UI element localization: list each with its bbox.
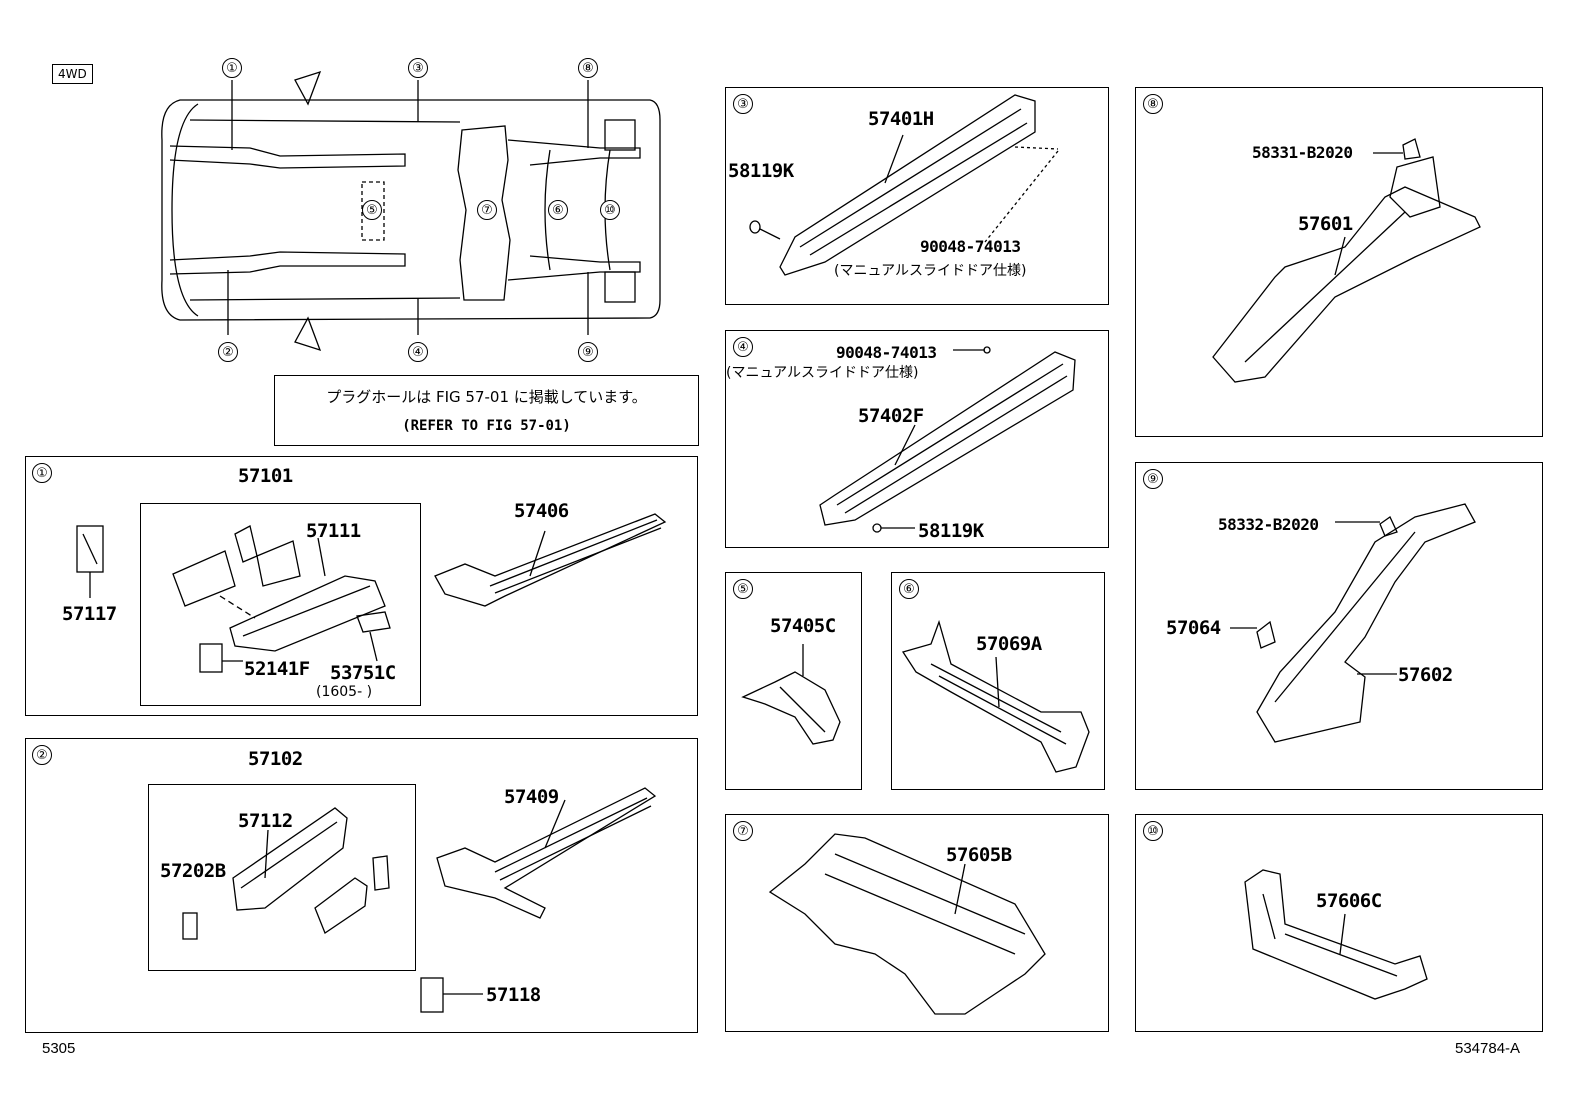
- part-53751C-date-note: (1605- ): [316, 684, 373, 700]
- part-90048-74013-label-p4: 90048-74013: [836, 343, 937, 362]
- panel-2-group-label: 57102: [248, 748, 303, 770]
- part-57112-label: 57112: [238, 810, 293, 832]
- overview-callout-7: ⑦: [477, 200, 497, 220]
- panel-6: [891, 572, 1105, 790]
- drive-type-tag: 4WD: [52, 64, 93, 84]
- underbody-overview-drawing: [161, 70, 661, 352]
- panel-2-parts-drawing: [182, 787, 657, 1013]
- panel-2-group-box: [148, 784, 416, 971]
- panel-5-parts-drawing: [741, 644, 841, 745]
- panel-2-number: ②: [32, 745, 52, 765]
- part-57069A-label: 57069A: [976, 633, 1042, 655]
- panel-3-spec-note: (マニュアルスライドドア仕様): [834, 263, 1027, 279]
- part-57602-label: 57602: [1398, 664, 1453, 686]
- part-90048-74013-label-p3: 90048-74013: [920, 237, 1021, 256]
- overview-callout-3: ③: [408, 58, 428, 78]
- panel-9-number: ⑨: [1143, 469, 1163, 489]
- part-57605B-label: 57605B: [946, 844, 1012, 866]
- panel-8: [1135, 87, 1543, 437]
- refer-note-jp: プラグホールは FIG 57-01 に掲載しています。: [326, 388, 647, 406]
- panel-6-number: ⑥: [899, 579, 919, 599]
- overview-callout-9: ⑨: [578, 342, 598, 362]
- footer-right-code: 534784-A: [1455, 1040, 1521, 1057]
- overview-callout-8: ⑧: [578, 58, 598, 78]
- part-57111-label: 57111: [306, 520, 361, 542]
- panel-9: [1135, 462, 1543, 790]
- panel-4-number: ④: [733, 337, 753, 357]
- panel-7: [725, 814, 1109, 1032]
- panel-3-number: ③: [733, 94, 753, 114]
- part-57601-label: 57601: [1298, 213, 1353, 235]
- panel-6-parts-drawing: [901, 619, 1090, 773]
- overview-callout-10: ⑩: [600, 200, 620, 220]
- panel-1-parts-drawing: [76, 513, 667, 673]
- part-58119K-label-p4: 58119K: [918, 520, 984, 542]
- refer-note-box: プラグホールは FIG 57-01 に掲載しています。 (REFER TO FI…: [274, 375, 699, 446]
- panel-4-parts-drawing: [819, 346, 1076, 533]
- part-57118-label: 57118: [486, 984, 541, 1006]
- panel-7-parts-drawing: [768, 833, 1046, 1015]
- panel-10-parts-drawing: [1244, 869, 1428, 1000]
- part-57405C-label: 57405C: [770, 615, 836, 637]
- panel-5: [725, 572, 862, 790]
- panel-1-group-box: [140, 503, 421, 706]
- panel-2: [25, 738, 698, 1033]
- part-57409-label: 57409: [504, 786, 559, 808]
- overview-callout-2: ②: [218, 342, 238, 362]
- part-58331-B2020-label: 58331-B2020: [1252, 143, 1353, 162]
- panel-1-number: ①: [32, 463, 52, 483]
- panel-5-number: ⑤: [733, 579, 753, 599]
- panel-9-parts-drawing: [1230, 503, 1476, 743]
- part-57606C-label: 57606C: [1316, 890, 1382, 912]
- panel-4-spec-note: (マニュアルスライドドア仕様): [726, 365, 919, 381]
- panel-1: [25, 456, 698, 716]
- panel-8-number: ⑧: [1143, 94, 1163, 114]
- panel-3-parts-drawing: [749, 94, 1059, 276]
- overview-callout-5: ⑤: [362, 200, 382, 220]
- footer-left-code: 5305: [42, 1040, 76, 1057]
- part-57117-label: 57117: [62, 603, 117, 625]
- part-57402F-label: 57402F: [858, 405, 924, 427]
- part-57202B-label: 57202B: [160, 860, 226, 882]
- part-57064-label: 57064: [1166, 617, 1221, 639]
- panel-7-number: ⑦: [733, 821, 753, 841]
- part-57406-label: 57406: [514, 500, 569, 522]
- part-58332-B2020-label: 58332-B2020: [1218, 515, 1319, 534]
- refer-note-en: (REFER TO FIG 57-01): [402, 418, 571, 434]
- part-57401H-label: 57401H: [868, 108, 934, 130]
- panel-1-group-label: 57101: [238, 465, 293, 487]
- part-53751C-label: 53751C: [330, 662, 396, 684]
- panel-8-parts-drawing: [1212, 138, 1481, 383]
- overview-callout-1: ①: [222, 58, 242, 78]
- overview-callout-4: ④: [408, 342, 428, 362]
- overview-callout-6: ⑥: [548, 200, 568, 220]
- panel-3: [725, 87, 1109, 305]
- part-58119K-label-p3: 58119K: [728, 160, 794, 182]
- panel-4: [725, 330, 1109, 548]
- panel-10: [1135, 814, 1543, 1032]
- panel-10-number: ⑩: [1143, 821, 1163, 841]
- part-52141F-label: 52141F: [244, 658, 310, 680]
